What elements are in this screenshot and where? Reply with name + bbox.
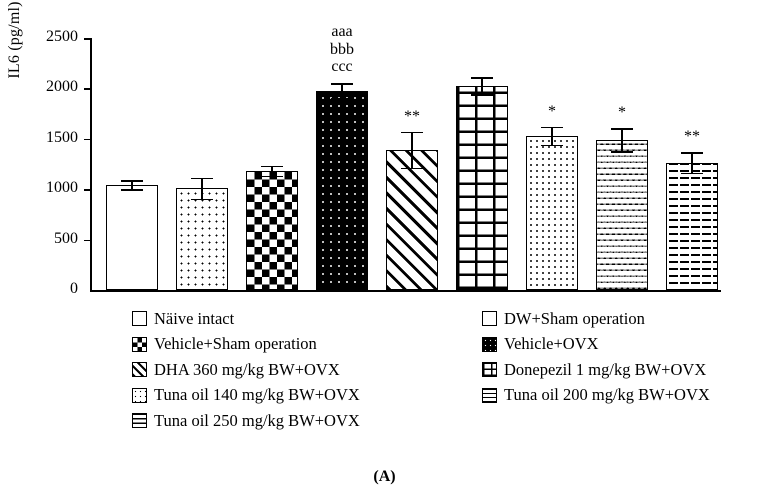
error-bar-cap xyxy=(471,77,493,79)
legend-swatch xyxy=(482,336,497,352)
legend-item: Tuna oil 200 mg/kg BW+OVX xyxy=(482,385,710,405)
error-bar-cap xyxy=(191,198,213,201)
error-bar-cap xyxy=(261,165,283,167)
error-bar-cap xyxy=(331,83,353,85)
bar xyxy=(456,85,508,290)
error-bar xyxy=(201,177,203,199)
legend-swatch xyxy=(132,362,147,378)
error-bar-cap xyxy=(191,177,213,179)
error-bar xyxy=(481,77,483,95)
bar xyxy=(106,184,158,290)
bar-chart: IL6 (pg/ml) 0 500 1000 1500 2000 2500 aaa bbb… xyxy=(6,1,721,297)
error-bar-cap xyxy=(331,98,353,100)
y-tick-label: 2500 xyxy=(46,28,78,45)
error-bar-cap xyxy=(401,131,423,134)
error-bar-cap xyxy=(121,189,143,191)
bar xyxy=(176,188,228,290)
y-tick-mark xyxy=(84,38,90,40)
bar xyxy=(316,90,368,290)
significance-annotation: aaa bbb ccc xyxy=(330,23,354,75)
significance-annotation: * xyxy=(548,102,556,120)
error-bar xyxy=(621,128,623,152)
error-bar-cap xyxy=(121,180,143,182)
legend-item: Donepezil 1 mg/kg BW+OVX xyxy=(482,360,706,380)
y-axis-line xyxy=(90,38,92,291)
legend-item: Näive intact xyxy=(132,309,482,329)
legend-item: Tuna oil 250 mg/kg BW+OVX xyxy=(132,411,482,431)
error-bar-cap xyxy=(401,168,423,170)
error-bar-cap xyxy=(681,152,703,154)
bar xyxy=(666,162,718,290)
legend-item: DW+Sham operation xyxy=(482,309,645,329)
legend-swatch xyxy=(132,336,147,352)
legend-label: Näive intact xyxy=(154,308,235,328)
error-bar-cap xyxy=(611,151,633,153)
legend-row: Tuna oil 140 mg/kg BW+OVX Tuna oil 200 mg… xyxy=(132,383,752,409)
error-bar-cap xyxy=(541,144,563,147)
legend-label: DW+Sham operation xyxy=(504,308,645,328)
legend-swatch xyxy=(132,311,147,327)
y-tick-label: 1000 xyxy=(46,179,78,197)
y-axis-label: IL6 (pg/ml) xyxy=(6,1,23,79)
error-bar xyxy=(691,152,693,173)
legend-row: Tuna oil 250 mg/kg BW+OVX xyxy=(132,408,752,434)
y-tick-mark xyxy=(84,189,90,191)
error-bar-cap xyxy=(541,126,563,129)
error-bar xyxy=(411,131,413,169)
legend-swatch xyxy=(482,387,497,403)
legend-swatch xyxy=(482,362,497,378)
error-bar-cap xyxy=(471,94,493,96)
significance-annotation: * xyxy=(618,104,626,122)
y-tick-label: 1500 xyxy=(46,128,78,146)
y-tick-label: 0 xyxy=(70,280,78,297)
legend-item: Vehicle+OVX xyxy=(482,334,599,354)
legend-label: Tuna oil 140 mg/kg BW+OVX xyxy=(154,385,360,405)
error-bar xyxy=(131,180,133,190)
error-bar-cap xyxy=(261,175,283,177)
legend-row: Vehicle+Sham operation Vehicle+OVX xyxy=(132,332,752,358)
y-tick-mark xyxy=(84,88,90,90)
error-bar-cap xyxy=(611,128,633,130)
y-tick-label: 500 xyxy=(54,229,78,247)
error-bar xyxy=(551,126,553,145)
legend-swatch xyxy=(482,311,497,327)
legend-swatch xyxy=(132,387,147,403)
legend-row: DHA 360 mg/kg BW+OVX Donepezil 1 mg/kg BW… xyxy=(132,357,752,383)
bar xyxy=(386,149,438,290)
legend-label: DHA 360 mg/kg BW+OVX xyxy=(154,359,340,379)
bar xyxy=(526,135,578,290)
error-bar xyxy=(271,165,273,176)
legend-label: Donepezil 1 mg/kg BW+OVX xyxy=(504,359,707,379)
error-bar xyxy=(341,83,343,99)
x-axis-line xyxy=(90,290,721,292)
significance-annotation: ** xyxy=(404,107,420,125)
legend-item: Tuna oil 140 mg/kg BW+OVX xyxy=(132,385,482,405)
legend-label: Vehicle+OVX xyxy=(504,334,599,354)
y-tick-label: 2000 xyxy=(46,78,78,96)
legend-label: Vehicle+Sham operation xyxy=(154,334,317,354)
plot-area: aaa bbb ccc****** xyxy=(91,23,721,290)
y-tick-mark xyxy=(84,239,90,242)
legend-label: Tuna oil 200 mg/kg BW+OVX xyxy=(504,385,710,405)
legend-row: Näive intact DW+Sham operation xyxy=(132,306,752,332)
panel-label: (A) xyxy=(373,468,396,485)
legend-swatch xyxy=(132,413,147,429)
legend-label: Tuna oil 250 mg/kg BW+OVX xyxy=(154,410,360,430)
bar xyxy=(596,139,648,290)
bar xyxy=(246,170,298,290)
legend-item: DHA 360 mg/kg BW+OVX xyxy=(132,360,482,380)
legend-item: Vehicle+Sham operation xyxy=(132,334,482,354)
error-bar-cap xyxy=(681,172,703,174)
significance-annotation: ** xyxy=(684,128,700,146)
y-tick-mark xyxy=(84,138,90,141)
